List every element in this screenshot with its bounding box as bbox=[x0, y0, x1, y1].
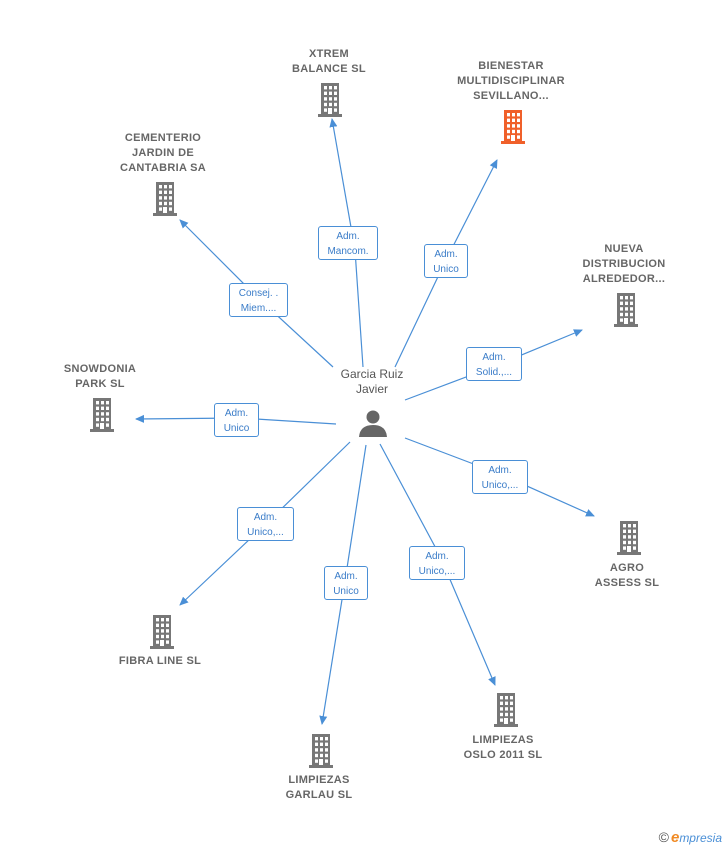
copyright-symbol: © bbox=[658, 829, 669, 845]
company-label-agro[interactable]: AGRO ASSESS SL bbox=[594, 562, 660, 589]
company-label-limpiezas_oslo[interactable]: LIMPIEZAS OSLO 2011 SL bbox=[463, 734, 543, 761]
relation-label-snowdonia[interactable]: Adm. Unico bbox=[214, 403, 259, 437]
building-icon-agro[interactable] bbox=[617, 521, 641, 555]
company-label-xtrem[interactable]: XTREM BALANCE SL bbox=[292, 48, 366, 75]
brand-initial: e bbox=[670, 829, 680, 846]
building-icon-limpiezas_garlau[interactable] bbox=[309, 734, 333, 768]
building-icon-limpiezas_oslo[interactable] bbox=[494, 693, 518, 727]
relation-label-agro[interactable]: Adm. Unico,... bbox=[472, 460, 528, 494]
relation-label-xtrem[interactable]: Adm. Mancom. bbox=[318, 226, 378, 260]
company-label-limpiezas_garlau[interactable]: LIMPIEZAS GARLAU SL bbox=[285, 774, 353, 801]
building-icon-nueva[interactable] bbox=[614, 293, 638, 327]
person-name[interactable]: Garcia Ruiz Javier bbox=[340, 367, 404, 396]
relation-label-limpiezas_oslo[interactable]: Adm. Unico,... bbox=[409, 546, 465, 580]
person-icon[interactable] bbox=[359, 410, 387, 438]
relation-label-fibra[interactable]: Adm. Unico,... bbox=[237, 507, 294, 541]
building-icon-cementerio[interactable] bbox=[153, 182, 177, 216]
relation-label-nueva[interactable]: Adm. Solid.,... bbox=[466, 347, 522, 381]
building-icon-fibra[interactable] bbox=[150, 615, 174, 649]
building-icon-bienestar[interactable] bbox=[501, 110, 525, 144]
company-label-bienestar[interactable]: BIENESTAR MULTIDISCIPLINAR SEVILLANO... bbox=[457, 60, 565, 102]
company-label-nueva[interactable]: NUEVA DISTRIBUCION ALREDEDOR... bbox=[582, 243, 666, 285]
empresia-logo[interactable]: ©empresia bbox=[659, 829, 722, 846]
company-label-snowdonia[interactable]: SNOWDONIA PARK SL bbox=[63, 363, 137, 390]
company-label-fibra[interactable]: FIBRA LINE SL bbox=[118, 655, 202, 667]
relation-label-limpiezas_garlau[interactable]: Adm. Unico bbox=[324, 566, 368, 600]
relation-label-cementerio[interactable]: Consej. . Miem.... bbox=[229, 283, 288, 317]
building-icon-xtrem[interactable] bbox=[318, 83, 342, 117]
relation-label-bienestar[interactable]: Adm. Unico bbox=[424, 244, 468, 278]
company-label-cementerio[interactable]: CEMENTERIO JARDIN DE CANTABRIA SA bbox=[119, 132, 207, 174]
brand-name: mpresia bbox=[679, 831, 722, 845]
building-icon-snowdonia[interactable] bbox=[90, 398, 114, 432]
